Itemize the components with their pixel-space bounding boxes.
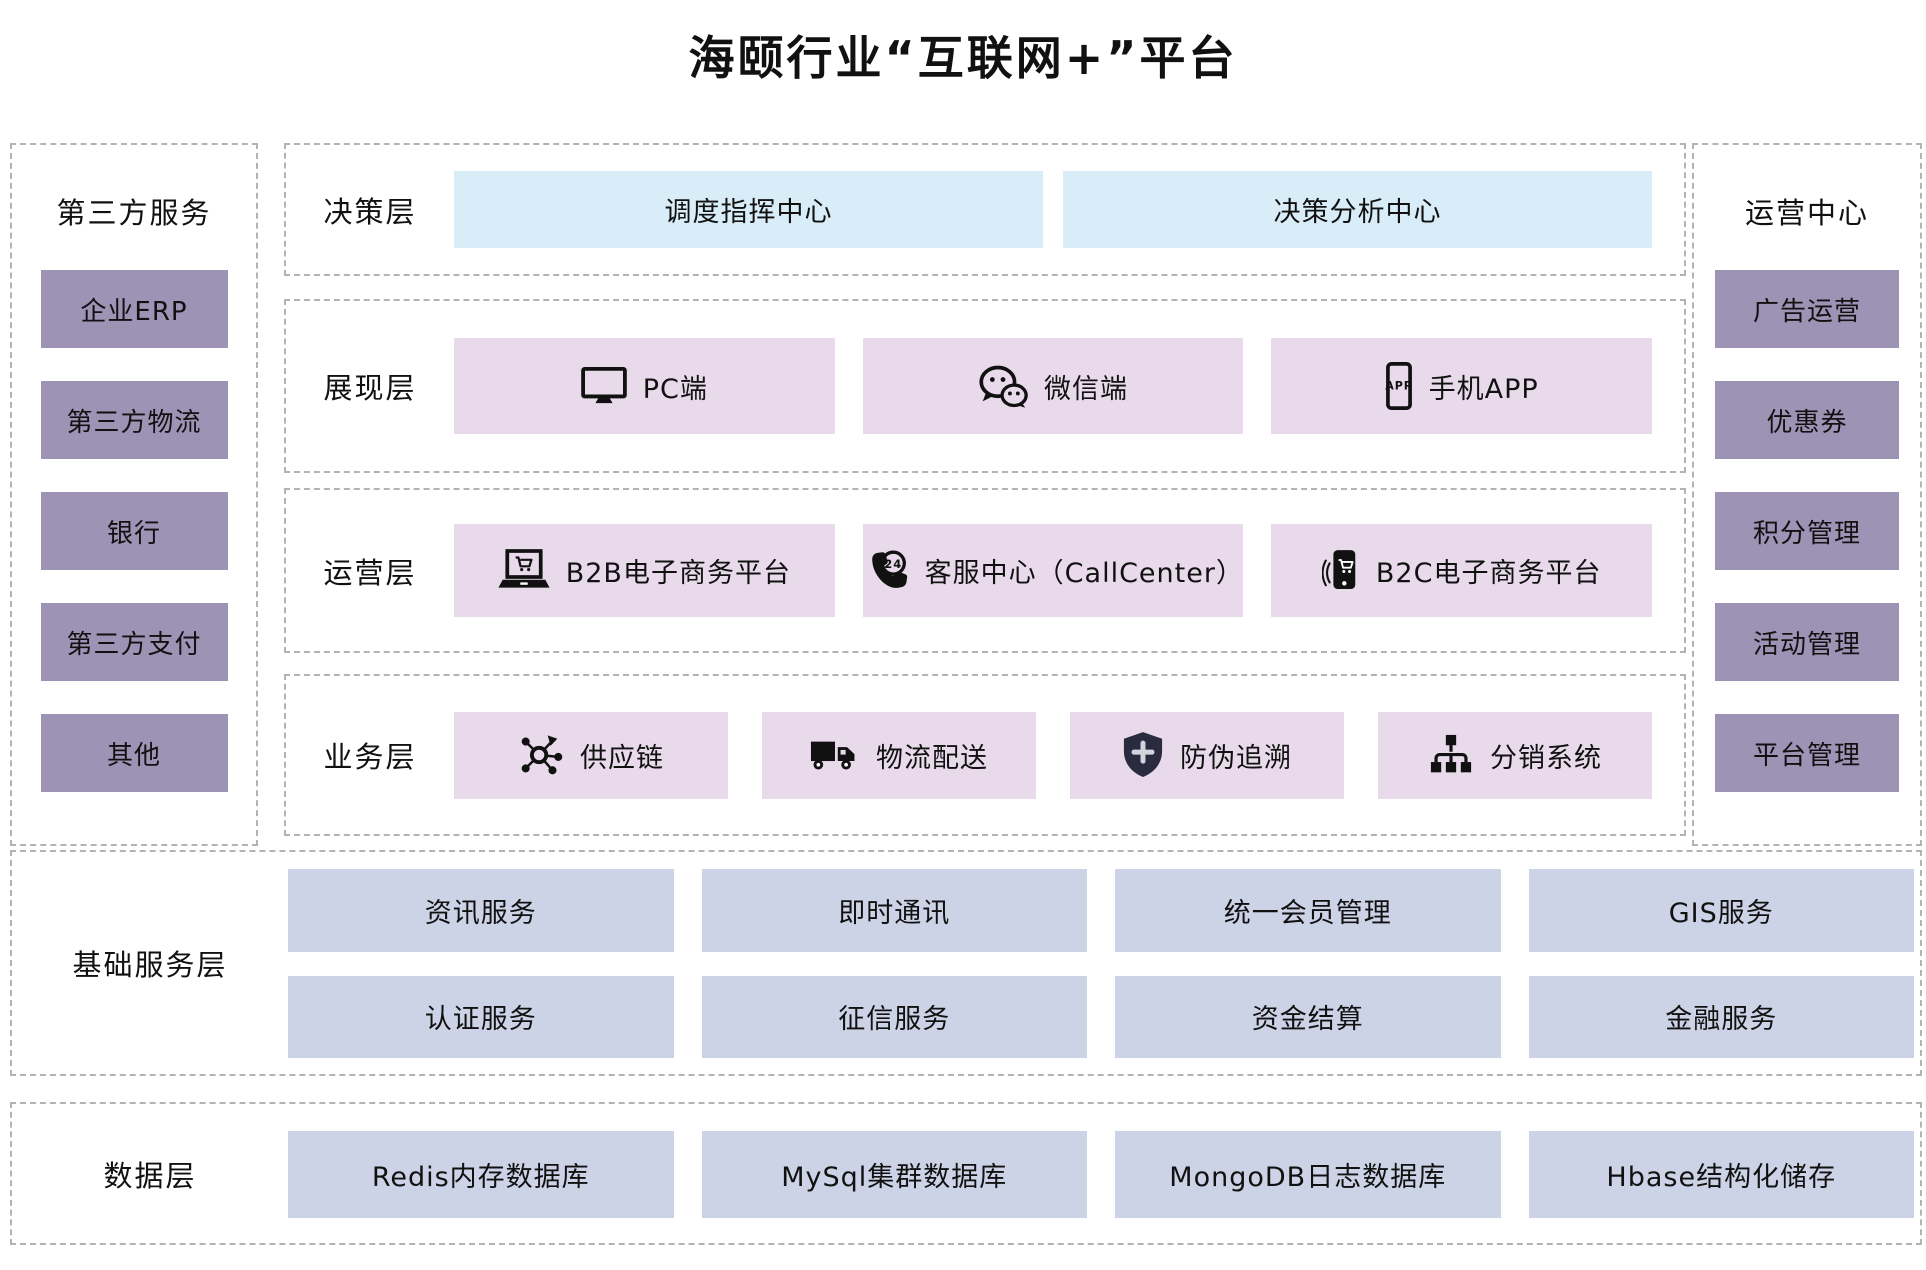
data-layer-label: 数据层 [103,1158,197,1193]
list-item-other: 其他 [40,714,228,792]
foundation-services-section: 基础服务层 资讯服务 即时通讯 统一会员管理 GIS服务 认证服务 征信服务 资… [10,850,1922,1076]
box-instant-messaging: 即时通讯 [701,869,1087,952]
list-item-third-party-payment: 第三方支付 [40,603,228,681]
supply-chain-icon [518,732,564,778]
decision-layer-label: 决策层 [323,194,417,229]
box-wechat-client: 微信端 [862,338,1244,434]
data-layer-grid: Redis内存数据库 MySql集群数据库 MongoDB日志数据库 Hbase… [288,1131,1914,1218]
box-label: 物流配送 [876,742,988,774]
box-label: 分销系统 [1490,742,1602,774]
box-hbase-storage: Hbase结构化储存 [1528,1131,1914,1218]
operation-layer-label: 运营层 [323,555,417,590]
operation-layer-boxes: B2B电子商务平台 24 客服中心（CallCenter） [454,524,1653,617]
operation-center-panel: 运营中心 广告运营 优惠券 积分管理 活动管理 平台管理 [1692,143,1922,846]
box-label: 微信端 [1044,373,1128,405]
box-call-center: 24 客服中心（CallCenter） [862,524,1244,617]
business-layer-boxes: 供应链 物流配送 [454,711,1652,799]
box-info-service: 资讯服务 [288,869,674,952]
box-decision-analysis-center: 决策分析中心 [1063,171,1652,248]
list-item-third-party-logistics: 第三方物流 [40,381,228,459]
third-party-services-header: 第三方服务 [56,196,212,230]
list-item-coupon: 优惠券 [1715,381,1899,459]
box-mongodb-log-db: MongoDB日志数据库 [1115,1131,1501,1218]
box-label: 手机APP [1428,373,1539,405]
list-item-platform-management: 平台管理 [1715,714,1899,792]
operation-center-list: 广告运营 优惠券 积分管理 活动管理 平台管理 [1694,270,1920,792]
third-party-services-list: 企业ERP 第三方物流 银行 第三方支付 其他 [12,270,256,792]
business-layer-label: 业务层 [323,740,417,774]
list-item-bank: 银行 [40,492,228,570]
box-anti-counterfeit-trace: 防伪追溯 [1070,711,1344,799]
truck-icon [810,737,860,774]
foundation-services-grid: 资讯服务 即时通讯 统一会员管理 GIS服务 认证服务 征信服务 资金结算 金融… [288,869,1914,1058]
box-credit-service: 征信服务 [701,975,1087,1058]
decision-layer-boxes: 调度指挥中心 决策分析中心 [454,171,1652,248]
box-label: 供应链 [580,742,664,774]
box-b2c-ecommerce: B2C电子商务平台 [1271,524,1653,617]
presentation-layer-section: 展现层 PC端 [284,299,1686,473]
box-financial-service: 金融服务 [1528,975,1914,1058]
mobile-cart-icon [1321,546,1360,596]
third-party-services-panel: 第三方服务 企业ERP 第三方物流 银行 第三方支付 其他 [10,143,258,846]
center-layers: 决策层 调度指挥中心 决策分析中心 展现层 PC端 [284,143,1686,846]
box-unified-member-management: 统一会员管理 [1115,869,1501,952]
box-supply-chain: 供应链 [454,711,728,799]
box-label: B2C电子商务平台 [1375,558,1602,589]
box-mysql-cluster-db: MySql集群数据库 [701,1131,1087,1218]
box-redis-db: Redis内存数据库 [288,1131,674,1218]
box-dispatch-command-center: 调度指挥中心 [454,171,1043,248]
box-pc-client: PC端 [454,338,835,434]
svg-text:APP: APP [1385,380,1413,393]
box-authentication-service: 认证服务 [288,975,674,1058]
box-b2b-ecommerce: B2B电子商务平台 [454,524,835,617]
presentation-layer-boxes: PC端 微信端 [454,338,1653,434]
callcenter-24-icon: 24 [863,549,909,593]
monitor-icon [580,367,627,405]
box-gis-service: GIS服务 [1528,869,1914,952]
svg-text:24: 24 [884,556,902,570]
operation-center-header: 运营中心 [1744,196,1869,230]
decision-layer-section: 决策层 调度指挥中心 决策分析中心 [284,143,1686,276]
box-label: 客服中心（CallCenter） [924,558,1244,589]
box-mobile-app: APP 手机APP [1271,338,1653,434]
sitemap-icon [1428,734,1474,777]
box-logistics-delivery: 物流配送 [762,711,1036,799]
laptop-cart-icon [498,549,550,592]
presentation-layer-label: 展现层 [323,371,417,405]
business-layer-section: 业务层 [284,674,1686,836]
box-distribution-system: 分销系统 [1378,711,1652,799]
page-title: 海颐行业“互联网+”平台 [688,31,1238,85]
box-label: B2B电子商务平台 [565,558,791,589]
list-item-points-management: 积分管理 [1715,492,1899,570]
operation-layer-section: 运营层 B2B电子商务平台 [284,488,1686,653]
data-layer-section: 数据层 Redis内存数据库 MySql集群数据库 MongoDB日志数据库 H… [10,1102,1922,1245]
box-label: PC端 [642,373,708,405]
box-fund-settlement: 资金结算 [1115,975,1501,1058]
list-item-enterprise-erp: 企业ERP [40,270,228,348]
list-item-ad-operation: 广告运营 [1715,270,1899,348]
box-label: 防伪追溯 [1180,742,1292,774]
foundation-services-label: 基础服务层 [72,948,228,982]
list-item-activity-management: 活动管理 [1715,603,1899,681]
shield-icon [1122,731,1164,779]
wechat-icon [978,364,1028,409]
mobile-app-icon: APP [1385,362,1413,410]
